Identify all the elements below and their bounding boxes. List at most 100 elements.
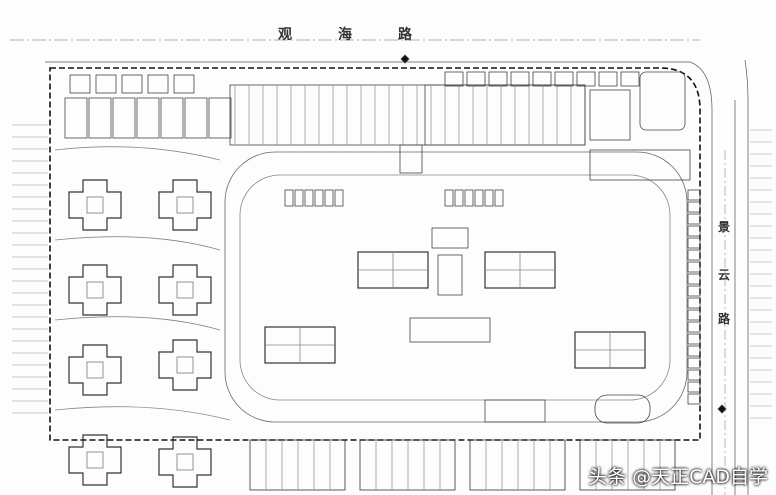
residential-tower (68, 434, 122, 486)
parking-bay (687, 357, 701, 369)
east-road-label-3: 路 (718, 312, 731, 326)
garden-path (54, 146, 231, 421)
parking-bay (687, 201, 701, 213)
parking-bay (314, 189, 324, 207)
parking-bay (466, 71, 486, 87)
south-building (249, 439, 346, 491)
parking-bay (464, 189, 474, 207)
unit-division (575, 332, 645, 368)
shop-unit (64, 97, 88, 139)
parking-bay (454, 189, 464, 207)
parking-bay (687, 285, 701, 297)
south-building (359, 439, 456, 491)
shop-unit (136, 97, 160, 139)
parking-bay (444, 189, 454, 207)
parking-bay (687, 393, 701, 405)
parking-bay (687, 273, 701, 285)
east-road (689, 59, 749, 495)
parking-bay (576, 71, 596, 87)
tower-core (176, 281, 194, 299)
parking-bay (687, 309, 701, 321)
parking-bay (488, 71, 508, 87)
entrance-marker (400, 54, 410, 64)
central-loop-road (224, 151, 688, 423)
tower-core (176, 453, 194, 471)
north-building-block (589, 89, 631, 141)
north-building-block (229, 84, 586, 146)
parking-bay (687, 369, 701, 381)
shop-unit (184, 97, 208, 139)
parking-bay (147, 74, 169, 94)
corner-building (639, 71, 686, 131)
residential-tower (158, 264, 212, 316)
parking-bay (532, 71, 552, 87)
east-road-label-1: 景 (718, 220, 731, 234)
parking-bay (687, 237, 701, 249)
parking-bay (444, 71, 464, 87)
entrance-marker (717, 404, 727, 414)
north-building-block (424, 84, 586, 146)
parking-bay (173, 74, 195, 94)
parking-bay (687, 225, 701, 237)
parking-bay (69, 74, 91, 94)
north-gate (399, 144, 423, 174)
north-road (10, 39, 700, 63)
residential-tower (68, 179, 122, 231)
parking-bay (494, 189, 504, 207)
residential-tower (158, 339, 212, 391)
entrance-plaza (484, 399, 546, 423)
residential-tower (158, 436, 212, 488)
north-road-label-2: 海 (338, 27, 352, 43)
parking-bay (484, 189, 494, 207)
parking-bay (687, 345, 701, 357)
parking-bay (687, 213, 701, 225)
shop-unit (88, 97, 112, 139)
tower-core (86, 196, 104, 214)
clubhouse (409, 317, 491, 343)
tower-core (86, 361, 104, 379)
parking-bay (598, 71, 618, 87)
east-road-label-2: 云 (718, 268, 731, 282)
parking-bay (334, 189, 344, 207)
residential-tower (158, 179, 212, 231)
central-gate (431, 227, 469, 249)
parking-bay (554, 71, 574, 87)
tower-core (176, 196, 194, 214)
south-building (469, 439, 566, 491)
tower-core (86, 281, 104, 299)
parking-bay (324, 189, 334, 207)
parking-bay (294, 189, 304, 207)
north-road-label-1: 观 (278, 27, 292, 43)
parking-bay (121, 74, 143, 94)
unit-division (265, 327, 335, 363)
tower-core (86, 451, 104, 469)
east-building-block (589, 149, 691, 181)
parking-bay (510, 71, 530, 87)
unit-division (485, 252, 555, 288)
parking-bay (687, 261, 701, 273)
parking-bay (284, 189, 294, 207)
unit-division (358, 252, 428, 288)
parking-bay (687, 297, 701, 309)
shop-unit (112, 97, 136, 139)
parking-bay (304, 189, 314, 207)
parking-bay (474, 189, 484, 207)
residential-tower (68, 264, 122, 316)
parking-bay (687, 333, 701, 345)
residential-tower (68, 344, 122, 396)
central-pavilion (437, 254, 463, 296)
parking-bay (95, 74, 117, 94)
tower-core (176, 356, 194, 374)
parking-bay (687, 321, 701, 333)
north-road-label-3: 路 (398, 27, 412, 43)
parking-bay (687, 381, 701, 393)
south-building (579, 439, 676, 491)
shop-unit (208, 97, 232, 139)
watermark: 头条 @天正CAD自学 (588, 466, 768, 488)
parking-bay (620, 71, 640, 87)
parking-bay (687, 249, 701, 261)
parking-bay (687, 189, 701, 201)
shop-unit (160, 97, 184, 139)
